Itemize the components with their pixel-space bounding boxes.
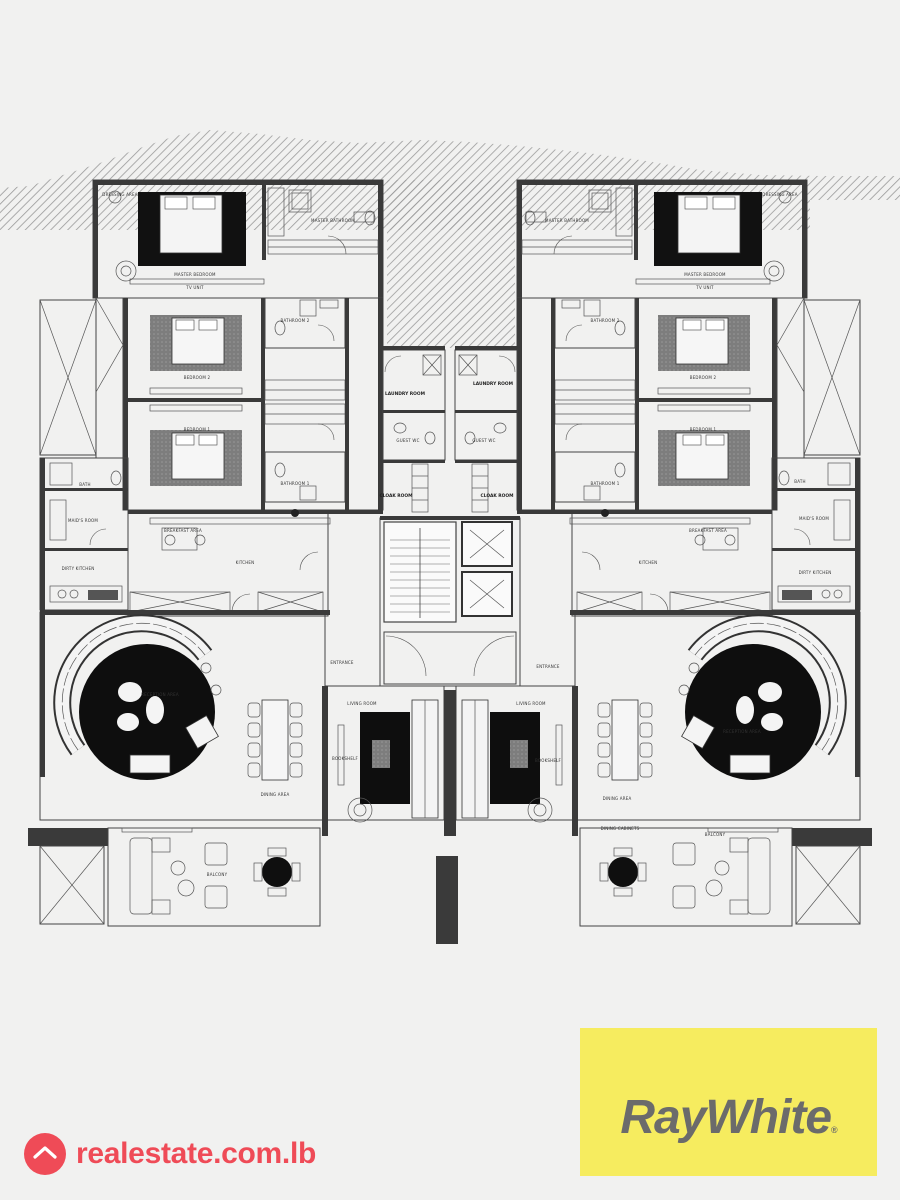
label-master-bathroom-l: MASTER BATHROOM [311,218,355,223]
label-entrance-r: ENTRANCE [536,664,560,669]
label-tv-unit-r: TV UNIT [695,285,714,290]
label-entrance-l: ENTRANCE [330,660,354,665]
label-bathroom1-r: BATHROOM 1 [591,481,620,486]
floor-plan: MASTER BEDROOM MASTER BEDROOM MASTER BAT… [0,130,900,944]
label-laundry-r: LAUNDRY ROOM [473,381,513,387]
label-living-r: LIVING ROOM [516,701,546,706]
label-dirty-kitchen-r: DIRTY KITCHEN [799,570,832,575]
label-bedroom2-r: BEDROOM 2 [690,375,717,380]
realestate-brand: realestate.com.lb [24,1132,316,1176]
label-bedroom1-r: BEDROOM 1 [690,427,717,432]
label-dining-l: DINING AREA [261,792,290,797]
label-cloak-r: CLOAK ROOM [480,493,513,499]
apartment-left [28,180,445,926]
label-bookshelf-l: BOOKSHELF [332,756,358,761]
label-bedroom1-l: BEDROOM 1 [184,427,211,432]
label-bookshelf-r: BOOKSHELF [535,758,561,763]
label-dining-r: DINING AREA [603,796,632,801]
label-dining-cabinets: DINING CABINETS [601,826,640,831]
label-master-bedroom-l: MASTER BEDROOM [174,272,216,277]
label-laundry-l: LAUNDRY ROOM [385,391,425,397]
label-master-bedroom-r: MASTER BEDROOM [684,272,726,277]
label-breakfast-l: BREAKFAST AREA [164,528,202,533]
raywhite-logo: RayWhite® [580,1028,877,1176]
label-maids-r: MAID'S ROOM [799,516,829,521]
label-tv-unit-l: TV UNIT [185,285,204,290]
label-cloak-l: CLOAK ROOM [379,493,412,499]
label-kitchen-l: KITCHEN [236,560,255,565]
label-breakfast-r: BREAKFAST AREA [689,528,727,533]
label-balcony-r: BALCONY [705,832,726,837]
realestate-wordmark: realestate.com.lb [76,1137,317,1170]
label-bath-l: BATH [79,482,90,487]
label-maids-l: MAID'S ROOM [68,518,98,523]
raywhite-wordmark: RayWhite [620,1091,832,1144]
label-guest-wc-r: GUEST WC [472,438,495,443]
label-balcony-l: BALCONY [207,872,228,877]
courtyard-hatch [387,180,515,348]
label-reception-r: RECEPTION AREA [723,729,761,734]
label-bathroom1-l: BATHROOM 1 [281,481,310,486]
central-core [379,516,521,944]
label-bathroom2-l: BATHROOM 2 [281,318,310,323]
room-labels: MASTER BEDROOM MASTER BEDROOM MASTER BAT… [62,192,832,877]
label-reception-l: RECEPTION AREA [141,692,179,697]
apartment-right [455,180,872,926]
raywhite-registered-mark: ® [831,1125,838,1135]
label-bathroom2-r: BATHROOM 2 [591,318,620,323]
label-dressing-l: DRESSING AREA [102,192,137,197]
label-kitchen-r: KITCHEN [639,560,658,565]
column [436,856,458,944]
label-master-bathroom-r: MASTER BATHROOM [545,218,589,223]
label-guest-wc-l: GUEST WC [396,438,419,443]
label-living-l: LIVING ROOM [347,701,377,706]
label-dirty-kitchen-l: DIRTY KITCHEN [62,566,95,571]
label-bath-r: BATH [794,479,805,484]
label-bedroom2-l: BEDROOM 2 [184,375,211,380]
realestate-house-icon [24,1133,66,1175]
label-dressing-r: DRESSING AREA [762,192,797,197]
